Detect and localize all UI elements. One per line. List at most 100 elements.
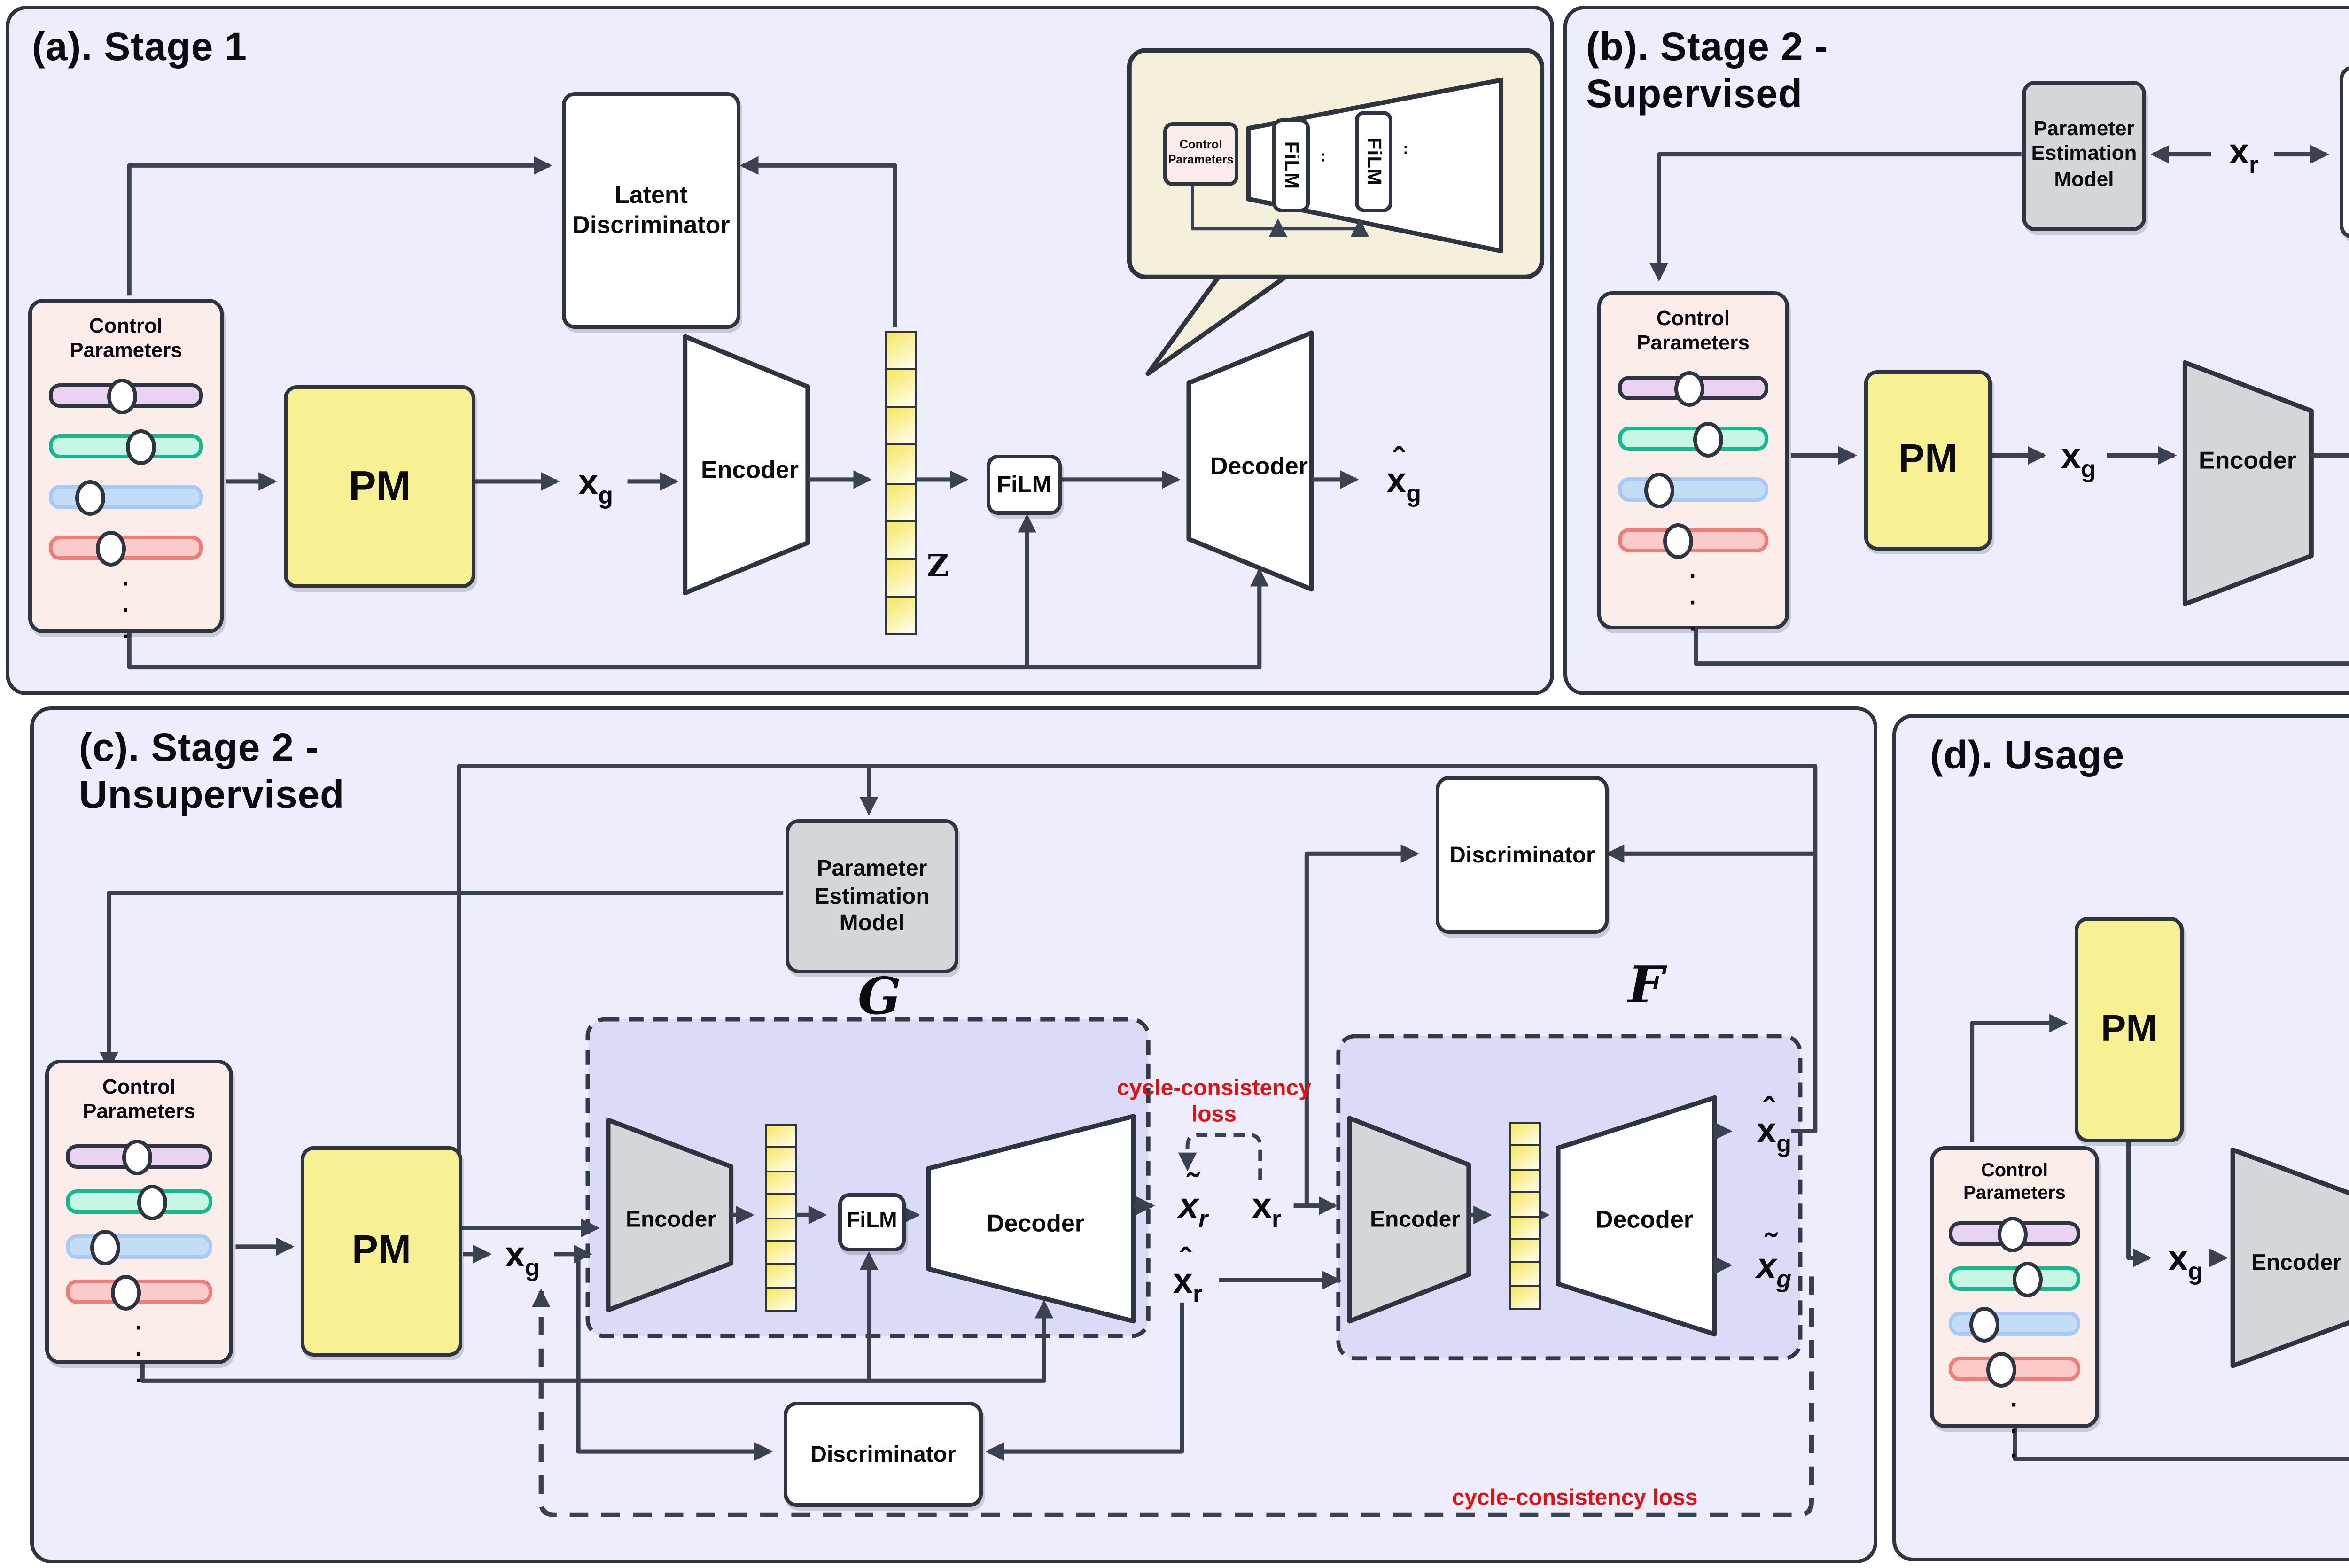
pm-label: PM [352,1229,411,1273]
control-parameters-label: Control Parameters [1637,308,1750,356]
var-base: x [1386,462,1407,502]
var-sub: g [1776,1129,1792,1157]
film-label: FiLM [847,1209,897,1232]
var-sub: g [598,481,614,509]
arrow-z-to-latent-disc [739,156,897,327]
slider-blue [49,480,203,516]
wire-cp-to-decoder-cond [1694,622,2349,666]
panel-stage2-unsupervised: (c). Stage 2 - Unsupervised Parameter Es… [30,706,1877,1563]
top-discriminator-box: Discriminator [1436,776,1609,934]
slider-blue [1618,472,1768,508]
slider-blue [66,1229,212,1265]
panel-d-title: (d). Usage [1930,735,2125,778]
network-F-label: F [1628,957,1665,1016]
var-x-r: xr [2229,135,2259,177]
slider-knob [1675,371,1705,407]
g-encoder-shape [606,1118,734,1312]
var-x-r: xr [1252,1189,1282,1231]
control-parameters-box: Control Parameters · · · [28,299,224,648]
var-base: x [505,1236,525,1276]
var-sub: r [1193,1280,1203,1308]
var-x-g: xg [578,466,613,507]
film-label: FiLM [1362,137,1385,186]
var-base: x [1756,1248,1777,1287]
callout-dots-1: ·· [1314,152,1332,163]
arrow-xg-to-bottom-disc [576,1254,773,1461]
pm-label: PM [2101,1009,2157,1050]
f-decoder-label: Decoder [1595,1205,1694,1234]
slider-knob [1987,1351,2017,1387]
discriminator-box: Discriminator [2340,66,2349,239]
slider-red [1618,523,1768,559]
callout-control-parameters: Control Parameters [1163,122,1238,186]
slider-group [49,1126,229,1311]
var-base: x [1173,1263,1193,1302]
control-parameters-box: Control Parameters · · · [1597,291,1789,641]
slider-knob [138,1184,168,1220]
arrow-cp-to-pm [1970,1014,2068,1142]
arrow-pem-to-cp [1649,152,2022,282]
arrow-pem-to-cp [100,891,784,1071]
f-latent-bar [1509,1122,1541,1310]
cycle-loss-top-label: cycle-consistency loss [1117,1074,1311,1127]
g-film-box: FiLM [838,1193,906,1251]
pm-box: PM [1864,370,1992,551]
slider-knob [96,530,126,567]
slider-teal [1949,1261,2080,1296]
encoder-shape [2230,1147,2349,1368]
slider-blue [1949,1306,2080,1342]
encoder-label: Encoder [700,455,799,484]
slider-knob [2012,1261,2042,1296]
slider-knob [121,1139,152,1175]
wire-cycle-loss-top [1178,1133,1262,1180]
wires-c [100,764,1818,1517]
latent-z-bar [885,331,917,635]
slider-purple [1949,1216,2080,1251]
arrow-xrhat-to-bottom-disc [985,1302,1184,1461]
latent-discriminator-label: Latent Discriminator [572,181,730,239]
discriminator-label: Discriminator [810,1441,956,1467]
ellipsis-dots: · · · [1689,562,1697,642]
var-sub: r [1272,1204,1282,1233]
slider-purple [1618,371,1768,407]
var-base: x [578,464,599,504]
var-base: x [2061,438,2081,477]
var-base: x [1756,1112,1777,1152]
film-label: FiLM [1280,141,1303,190]
g-decoder-shape [926,1114,1136,1324]
discriminator-label: Discriminator [1449,841,1595,868]
panel-stage1: (a). Stage 1 Latent Discriminator Contro… [6,6,1554,695]
var-sub: g [1776,1265,1792,1293]
hat-accent: ˆ [1179,1242,1191,1280]
f-encoder-label: Encoder [1369,1206,1461,1233]
var-base: x [1178,1188,1199,1227]
var-sub: r [2249,150,2259,179]
encoder-label: Encoder [2251,1249,2342,1276]
wires-a [127,48,1545,670]
latent-discriminator-box: Latent Discriminator [562,92,740,329]
slider-knob [125,429,156,465]
g-decoder-label: Decoder [986,1209,1085,1237]
pm-label: PM [1898,438,1958,482]
pm-box: PM [2075,917,2184,1142]
var-sub: r [1198,1204,1208,1233]
decoder-label: Decoder [1210,451,1308,480]
callout-film-2: FiLM [1355,111,1392,212]
slider-knob [1644,472,1674,508]
hat-accent: ˆ [1763,1092,1774,1129]
wires-d [1970,1014,2349,1461]
slider-group [1601,358,1785,559]
slider-teal [66,1184,212,1220]
var-x-g-tilde: ˜xg [1756,1229,1792,1293]
control-parameters-box: Control Parameters · · · [1930,1146,2099,1468]
var-x-r-tilde: ˜xr [1178,1169,1208,1233]
arrow-cp-to-latent-disc [127,156,552,296]
slider-knob [1997,1216,2027,1251]
wire-cp-to-decoder-cond [2013,1421,2349,1461]
var-x-g: xg [505,1238,540,1280]
panel-a-title: (a). Stage 1 [32,26,247,70]
slider-knob [110,1274,140,1311]
